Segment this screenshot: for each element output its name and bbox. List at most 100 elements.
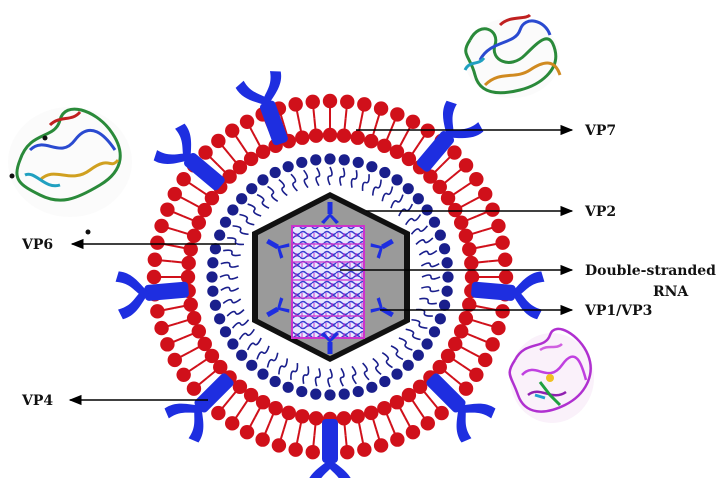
outer-layer-head: [447, 145, 462, 160]
outer-layer-head: [308, 128, 324, 143]
outer-layer-head: [183, 242, 198, 257]
outer-layer-head: [213, 359, 228, 375]
inner-layer-head: [441, 285, 453, 297]
outer-layer-head: [232, 160, 248, 175]
inner-layer-head: [207, 257, 219, 269]
inner-layer-head: [428, 216, 441, 228]
outer-layer-head: [225, 123, 240, 138]
outer-layer-head: [464, 255, 479, 271]
protein-structure-vp6: [8, 107, 132, 235]
inner-layer-head: [207, 285, 219, 297]
inner-capsid-layer: [206, 153, 454, 401]
outer-layer-head: [305, 444, 320, 460]
outer-layer-head: [198, 145, 213, 160]
vp1-vp3-complex: [370, 238, 394, 259]
outer-layer-head: [432, 359, 447, 375]
outer-layer-head: [478, 186, 493, 202]
label-dsrna-line1: Double-stranded: [585, 263, 716, 279]
vp1-vp3-complex: [266, 238, 290, 259]
inner-layer-head: [379, 375, 391, 388]
label-vp1vp3: VP1/VP3: [584, 303, 652, 319]
outer-layer-head: [271, 438, 287, 453]
outer-layer-head: [336, 128, 352, 143]
outer-layer-head: [191, 215, 207, 230]
inner-layer-head: [391, 174, 403, 186]
outer-layer-head: [305, 94, 320, 110]
outer-layer-head: [288, 97, 303, 112]
label-vp7: VP7: [584, 123, 616, 139]
outer-layer-head: [340, 94, 355, 110]
inner-layer-head: [442, 271, 454, 283]
outer-layer-head: [405, 425, 421, 440]
outer-layer-head: [176, 367, 191, 382]
inner-layer-head: [421, 338, 433, 350]
inner-layer-head: [434, 313, 446, 325]
protein-structure-icon: [463, 13, 562, 98]
outer-layer-head: [183, 297, 198, 312]
outer-layer-head: [186, 311, 202, 326]
outer-layer-head: [491, 218, 506, 234]
outer-capsid-layer: [146, 93, 514, 461]
inner-layer-head: [379, 166, 391, 179]
outer-layer-head: [478, 352, 493, 368]
outer-layer-head: [295, 409, 310, 424]
outer-layer-head: [204, 348, 220, 364]
inner-layer-head: [402, 359, 414, 371]
outer-layer-head: [389, 144, 405, 159]
outer-layer-head: [485, 337, 500, 352]
inner-layer-head: [214, 313, 226, 325]
inner-layer-head: [402, 183, 414, 195]
inner-layer-head: [324, 389, 336, 401]
outer-layer-head: [232, 379, 248, 394]
outer-layer-head: [412, 379, 428, 394]
inner-layer-head: [257, 368, 269, 380]
vp4-spike: [426, 373, 496, 443]
outer-layer-head: [485, 202, 500, 217]
outer-layer-head: [350, 130, 365, 145]
inner-layer-head: [438, 243, 451, 255]
inner-layer-head: [438, 299, 451, 311]
outer-layer-head: [255, 395, 271, 410]
outer-layer-head: [390, 432, 405, 447]
inner-layer-head: [352, 385, 364, 398]
outer-layer-head: [432, 179, 447, 195]
outer-layer-head: [154, 218, 169, 234]
outer-layer-head: [176, 172, 191, 187]
outer-layer-head: [458, 381, 474, 396]
inner-layer-head: [428, 326, 441, 338]
inner-layer-head: [391, 368, 403, 380]
outer-layer-head: [281, 405, 296, 421]
outer-layer-head: [448, 336, 463, 352]
outer-layer-head: [405, 114, 421, 129]
inner-layer-head: [310, 154, 322, 166]
outer-layer-head: [364, 405, 379, 421]
outer-layer-head: [204, 190, 220, 206]
inner-layer-head: [206, 271, 218, 283]
inner-layer-head: [269, 375, 281, 388]
inner-layer-head: [412, 349, 424, 361]
inner-layer-head: [412, 193, 424, 205]
outer-layer-head: [440, 348, 456, 364]
outer-layer-head: [357, 442, 372, 457]
outer-layer-head: [462, 242, 477, 257]
vp1-vp3-complex: [321, 332, 339, 354]
outer-layer-head: [160, 202, 175, 217]
inner-layer-head: [227, 338, 239, 350]
label-dsrna-line2: RNA: [653, 284, 689, 300]
outer-layer-head: [340, 444, 355, 460]
outer-layer-head: [458, 228, 474, 243]
inner-layer-head: [310, 388, 322, 400]
protein-structure-icon: [8, 107, 132, 235]
inner-layer-head: [338, 154, 350, 166]
vp4-spike: [164, 373, 234, 443]
outer-layer-head: [243, 387, 259, 403]
vp1-vp3-complex: [266, 297, 290, 318]
inner-layer-head: [219, 326, 232, 338]
outer-layer-head: [154, 320, 169, 336]
label-vp4: VP4: [21, 393, 53, 409]
outer-layer-head: [255, 144, 271, 159]
outer-layer-head: [491, 320, 506, 336]
inner-layer-head: [421, 204, 433, 216]
vp4-spike: [115, 271, 189, 320]
inner-layer-head: [246, 183, 258, 195]
